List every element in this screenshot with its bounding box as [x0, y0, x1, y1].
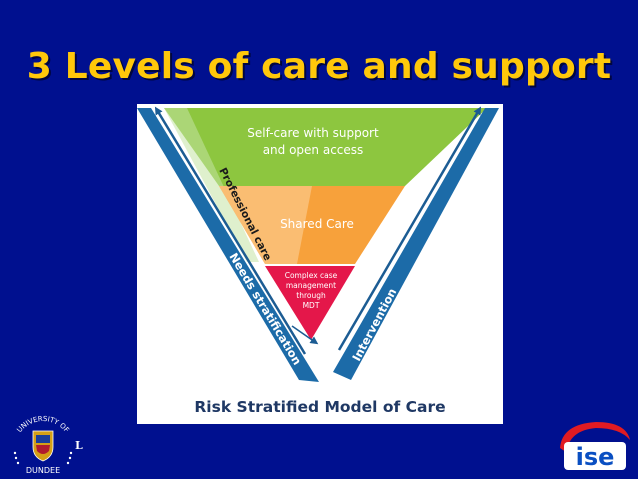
intervention-label: Intervention — [349, 286, 399, 364]
university-of-dundee-logo: UNIVERSITY OF L DUNDEE — [5, 413, 85, 475]
complex-line3: through — [296, 291, 326, 300]
logo-dundee-text: DUNDEE — [26, 466, 60, 475]
needs-arrow-band — [137, 108, 319, 382]
self-care-line1: Self-care with support — [247, 126, 379, 140]
ise-logo: ise — [556, 418, 632, 473]
complex-line1: Complex case — [285, 271, 338, 280]
ise-logo-text: ise — [576, 443, 615, 471]
care-model-diagram: Self-care with support and open access S… — [137, 104, 503, 424]
svg-text:L: L — [75, 439, 83, 452]
complex-line2: management — [286, 281, 336, 290]
center-left-arrow — [291, 325, 319, 345]
level-complex-case — [265, 266, 355, 340]
complex-line4: MDT — [303, 301, 320, 310]
intervention-arrow-band — [333, 108, 499, 380]
shared-care-label: Shared Care — [280, 217, 354, 231]
professional-care-band — [164, 108, 259, 262]
level-self-care — [164, 108, 487, 186]
care-model-svg: Self-care with support and open access S… — [137, 106, 499, 416]
ise-swoosh-icon — [560, 422, 630, 452]
left-arrow-line — [154, 106, 307, 355]
self-care-line2: and open access — [263, 143, 364, 157]
level-shared-care-light — [219, 186, 312, 264]
diagram-caption: Risk Stratified Model of Care — [194, 398, 445, 416]
slide-title: 3 Levels of care and support — [26, 46, 612, 87]
right-arrow-line — [337, 106, 482, 351]
